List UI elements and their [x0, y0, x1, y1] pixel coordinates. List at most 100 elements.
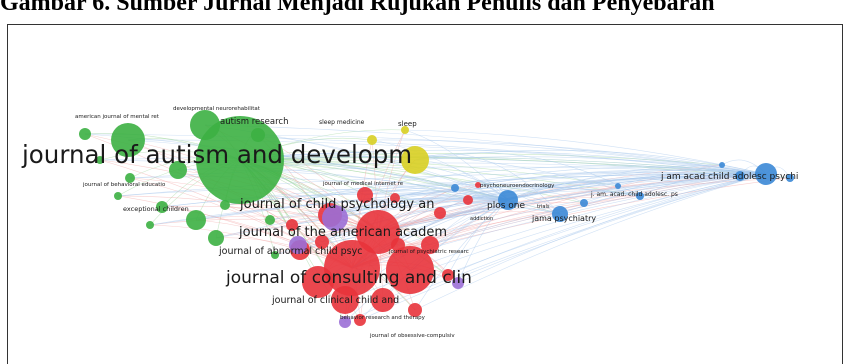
green-cluster-node [156, 201, 168, 213]
node-label: sleep [398, 120, 417, 128]
node-layer [79, 110, 794, 328]
label-layer: american journal of mental ret developme… [21, 106, 798, 339]
red-cluster-node [286, 219, 298, 231]
network-edge [239, 159, 619, 187]
blue-cluster-node [615, 183, 621, 189]
blue-cluster-node [580, 199, 588, 207]
network-edge [351, 169, 767, 269]
network-edge [364, 188, 509, 201]
green-cluster-node [186, 210, 206, 230]
red-cluster-node [390, 193, 400, 203]
node-label: plos one [487, 201, 525, 211]
network-edge [404, 129, 509, 201]
node-label: journal of child psychology an [239, 197, 434, 212]
blue-cluster-node [636, 192, 644, 200]
red-cluster-node [357, 187, 373, 203]
red-cluster-node [386, 246, 434, 294]
yellow-cluster-node [401, 126, 409, 134]
red-cluster-node [434, 207, 446, 219]
network-edge [334, 197, 509, 219]
network-edge [414, 152, 641, 197]
red-cluster-node [356, 210, 400, 254]
red-cluster-node [302, 266, 334, 298]
blue-cluster-node [498, 190, 518, 210]
green-cluster-node [220, 200, 230, 210]
node-label: journal of psychiatric researc [388, 249, 469, 255]
network-edge [257, 134, 767, 175]
node-label: journal of medical internet re [322, 181, 404, 187]
node-label: psychoneuroendocrinology [480, 183, 555, 189]
network-edge [447, 173, 767, 276]
network-edge [414, 173, 767, 311]
figure-heading: Gambar 6. Sumber Jurnal Menjadi Rujukan … [0, 0, 715, 16]
green-cluster-node [146, 221, 154, 229]
network-edge [117, 195, 353, 269]
node-label: behavior research and therapy [340, 315, 426, 321]
network-edge [377, 173, 767, 233]
red-cluster-node [421, 236, 439, 254]
network-edge [371, 139, 767, 175]
purple-cluster-node [289, 236, 307, 254]
green-cluster-node [265, 215, 275, 225]
node-label: journal of autism and developm [21, 140, 412, 169]
network-edge [414, 199, 509, 311]
network-edge [454, 170, 767, 189]
red-cluster-node [324, 240, 380, 296]
red-cluster-node [408, 303, 422, 317]
network-edge [507, 176, 791, 201]
node-label: exceptional children [123, 205, 189, 213]
network-edge [394, 189, 509, 201]
green-cluster-node [79, 128, 91, 140]
purple-cluster-node [452, 277, 464, 289]
blue-cluster-node [552, 206, 568, 222]
node-label: autism research [220, 117, 288, 127]
network-edge [414, 153, 561, 215]
green-cluster-node [271, 251, 279, 259]
green-cluster-node [125, 173, 135, 183]
node-label: journal of obsessive-compulsiv [369, 333, 455, 339]
blue-cluster-node [786, 174, 794, 182]
green-cluster-node [251, 128, 265, 142]
red-cluster-node [371, 288, 395, 312]
node-label: journal of behavioral educatio [82, 182, 166, 188]
green-cluster-node [96, 156, 104, 164]
red-cluster-node [463, 195, 473, 205]
network-edge [204, 124, 767, 175]
node-label: trials [537, 204, 550, 210]
purple-cluster-node [322, 205, 348, 231]
red-cluster-node [315, 235, 329, 249]
network-edge [404, 129, 767, 175]
network-edge [239, 149, 767, 175]
red-cluster-node [475, 182, 481, 188]
network-edge [84, 133, 767, 175]
node-label: sleep medicine [319, 119, 365, 126]
node-label: j am acad child adolesc psychi [660, 172, 798, 182]
network-edge [507, 164, 723, 201]
network-edge [329, 166, 767, 216]
node-label: journal of abnormal child psyc [218, 246, 362, 257]
red-cluster-node [354, 314, 366, 326]
network-edge [409, 173, 767, 271]
blue-cluster-node [735, 171, 745, 181]
red-cluster-node [331, 286, 359, 314]
network-edge [364, 172, 767, 196]
yellow-cluster-node [367, 135, 377, 145]
red-cluster-node [442, 269, 454, 281]
network-edge [414, 156, 767, 175]
green-cluster-node [114, 192, 122, 200]
blue-cluster-node [755, 163, 777, 185]
network-edge [329, 186, 641, 216]
network-edge [329, 201, 561, 216]
node-label: journal of clinical child and [271, 295, 399, 306]
green-cluster-node [190, 110, 220, 140]
node-label: developmental neurorehabilitat [173, 106, 261, 112]
network-edge [382, 173, 767, 301]
node-label: journal of the american academ [238, 225, 447, 240]
yellow-cluster-node [401, 146, 429, 174]
network-edge [351, 202, 585, 269]
green-cluster-node [169, 161, 187, 179]
green-cluster-node [208, 230, 224, 246]
blue-cluster-node [719, 162, 725, 168]
network-edge [291, 198, 509, 226]
